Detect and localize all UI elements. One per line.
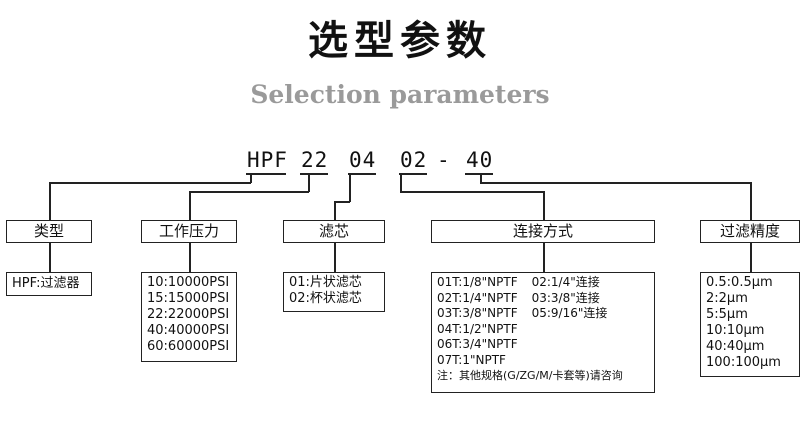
options-type: HPF:过滤器 xyxy=(6,272,92,296)
option-item: 01T:1/8"NPTF xyxy=(437,275,518,289)
connector-element-box xyxy=(334,243,336,272)
option-item: 22:22000PSI xyxy=(147,307,230,322)
connector-type-drop xyxy=(250,173,252,183)
option-item: 2:2μm xyxy=(706,291,748,306)
connection-note: 注：其他规格(G/ZG/M/卡套等)请咨询 xyxy=(437,369,623,382)
option-item: 01:片状滤芯 xyxy=(289,275,362,290)
label-pressure: 工作压力 xyxy=(141,220,237,243)
label-type: 类型 xyxy=(6,220,92,243)
connector-precision-drop xyxy=(480,173,482,183)
connector-connection-down xyxy=(543,191,545,220)
connector-type-box xyxy=(49,243,51,272)
option-item: 02:1/4"连接 xyxy=(531,275,600,289)
underline-element xyxy=(348,173,376,175)
connector-connection-horizontal xyxy=(400,191,544,193)
connector-connection-drop xyxy=(400,173,402,192)
connector-type-down xyxy=(49,182,51,220)
connector-element-down xyxy=(334,201,336,220)
option-item: 03T:3/8"NPTF xyxy=(437,306,518,320)
connector-pressure-drop xyxy=(308,173,310,192)
connector-precision-horizontal xyxy=(480,182,751,184)
underline-connection xyxy=(399,173,427,175)
option-item: 05:9/16"连接 xyxy=(531,306,608,320)
connector-element-horizontal xyxy=(334,201,350,203)
connector-type-horizontal xyxy=(49,182,251,184)
connector-precision-down xyxy=(750,182,752,220)
option-item: 03:3/8"连接 xyxy=(531,290,600,305)
code-pressure: 22 xyxy=(301,148,329,172)
connection-col-npt: 01T:1/8"NPTF 02T:1/4"NPTF 03T:3/8"NPTF 0… xyxy=(437,275,518,368)
option-item: 07T:1"NPTF xyxy=(437,352,506,367)
connector-pressure-horizontal xyxy=(189,191,309,193)
underline-precision xyxy=(465,173,493,175)
option-item: HPF:过滤器 xyxy=(12,276,80,291)
code-separator: - xyxy=(437,148,450,172)
code-precision: 40 xyxy=(466,148,494,172)
underline-type xyxy=(246,173,286,175)
connector-pressure-down xyxy=(189,191,191,220)
connector-connection-box xyxy=(543,243,545,272)
page-title: 选型参数 xyxy=(308,18,492,64)
option-item: 40:40000PSI xyxy=(147,323,230,338)
option-item: 5:5μm xyxy=(706,307,748,322)
connector-pressure-box xyxy=(189,243,191,272)
option-item: 06T:3/4"NPTF xyxy=(437,337,518,351)
option-item: 40:40μm xyxy=(706,339,765,354)
label-element: 滤芯 xyxy=(283,220,385,243)
option-item: 15:15000PSI xyxy=(147,291,230,306)
page-subtitle: Selection parameters xyxy=(250,80,550,109)
code-type: HPF xyxy=(247,148,288,172)
option-item: 10:10μm xyxy=(706,323,765,338)
code-connection: 02 xyxy=(400,148,428,172)
connector-precision-box xyxy=(750,243,752,272)
options-precision: 0.5:0.5μm 2:2μm 5:5μm 10:10μm 40:40μm 10… xyxy=(700,272,800,377)
options-pressure: 10:10000PSI 15:15000PSI 22:22000PSI 40:4… xyxy=(141,272,237,362)
options-element: 01:片状滤芯 02:杯状滤芯 xyxy=(283,272,385,312)
label-precision: 过滤精度 xyxy=(700,220,800,243)
option-item: 02:杯状滤芯 xyxy=(289,291,362,306)
option-item: 0.5:0.5μm xyxy=(706,275,773,290)
option-item: 60:60000PSI xyxy=(147,339,230,354)
options-connection: 01T:1/8"NPTF 02T:1/4"NPTF 03T:3/8"NPTF 0… xyxy=(431,272,655,393)
connection-col-thread: 02:1/4"连接 03:3/8"连接 05:9/16"连接 xyxy=(532,275,608,368)
label-connection: 连接方式 xyxy=(431,220,655,243)
option-item: 04T:1/2"NPTF xyxy=(437,321,518,336)
code-element: 04 xyxy=(349,148,377,172)
underline-pressure xyxy=(300,173,328,175)
option-item: 02T:1/4"NPTF xyxy=(437,290,518,305)
option-item: 10:10000PSI xyxy=(147,275,230,290)
connector-element-drop xyxy=(349,173,351,202)
option-item: 100:100μm xyxy=(706,355,781,370)
